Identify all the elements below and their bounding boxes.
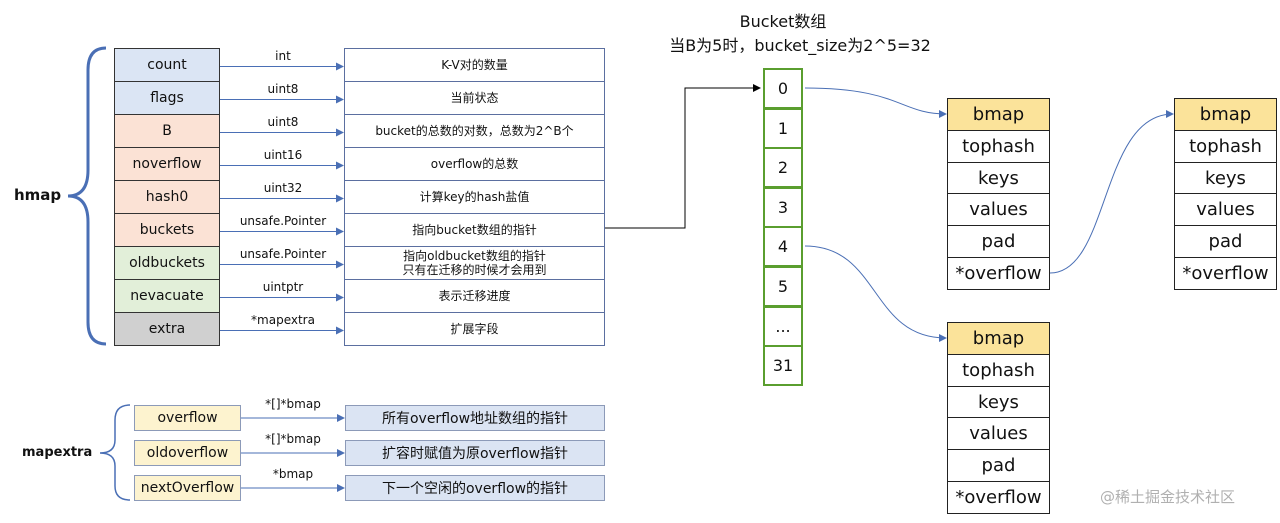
hmap-desc-text: K-V对的数量 xyxy=(441,58,508,72)
bucket-cell: ... xyxy=(763,305,803,347)
hmap-desc-noverflow: overflow的总数 xyxy=(344,147,605,181)
hmap-field-noverflow: noverflow xyxy=(114,147,220,181)
hmap-desc-text: 表示迁移进度 xyxy=(438,289,511,303)
hmap-desc-nevacuate: 表示迁移进度 xyxy=(344,279,605,313)
overflow-link xyxy=(1049,110,1174,274)
mapextra-type-oldoverflow: *[]*bmap xyxy=(265,432,321,446)
bmap3-bmap: bmap xyxy=(947,322,1050,355)
mapextra-desc-nextOverflow: 下一个空闲的overflow的指针 xyxy=(345,475,605,501)
bmap1-tophash: tophash xyxy=(947,129,1050,163)
bmap1-values: values xyxy=(947,193,1050,227)
hmap-brace xyxy=(67,46,107,346)
hmap-type-noverflow: uint16 xyxy=(263,148,303,162)
bmap3-values: values xyxy=(947,417,1050,451)
bucket-cell: 2 xyxy=(763,147,803,189)
hmap-field-count: count xyxy=(114,48,220,82)
mapextra-desc-overflow: 所有overflow地址数组的指针 xyxy=(345,405,605,431)
bmap2-pad: pad xyxy=(1174,225,1277,259)
hmap-desc-text: 指向bucket数组的指针 xyxy=(412,223,537,237)
hmap-field-extra: extra xyxy=(114,312,220,346)
hmap-type-count: int xyxy=(275,49,291,63)
bucket-cell: 0 xyxy=(763,68,803,109)
bucket-cell: 5 xyxy=(763,266,803,307)
bucket4-link xyxy=(804,245,947,342)
hmap-field-oldbuckets: oldbuckets xyxy=(114,246,220,280)
hmap-desc-text: 计算key的hash盐值 xyxy=(419,190,530,204)
bucket0-link xyxy=(804,87,947,118)
bucket-array-subtitle: 当B为5时，bucket_size为2^5=32 xyxy=(669,36,931,55)
bmap2-bmap: bmap xyxy=(1174,98,1277,131)
hmap-desc-extra: 扩展字段 xyxy=(344,312,605,346)
hmap-type-hash0: uint32 xyxy=(263,181,303,195)
bucket-cell: 1 xyxy=(763,107,803,149)
bmap2-overflow: *overflow xyxy=(1174,257,1277,290)
hmap-desc-oldbuckets: 指向oldbucket数组的指针只有在迁移的时候才会用到 xyxy=(344,246,605,280)
hmap-field-buckets: buckets xyxy=(114,213,220,247)
bmap1-overflow: *overflow xyxy=(947,257,1050,290)
hmap-desc-hash0: 计算key的hash盐值 xyxy=(344,180,605,214)
hmap-type-nevacuate: uintptr xyxy=(262,280,304,294)
mapextra-brace xyxy=(99,404,131,501)
bucket-array-title: Bucket数组 xyxy=(739,12,827,31)
hmap-desc-text-2: 只有在迁移的时候才会用到 xyxy=(402,263,547,277)
bmap2-values: values xyxy=(1174,193,1277,227)
hmap-field-hash0: hash0 xyxy=(114,180,220,214)
bmap3-tophash: tophash xyxy=(947,353,1050,387)
hmap-type-flags: uint8 xyxy=(267,82,299,96)
mapextra-field-nextOverflow: nextOverflow xyxy=(134,475,241,501)
hmap-desc-text: overflow的总数 xyxy=(430,157,519,171)
hmap-desc-text: 当前状态 xyxy=(450,91,499,105)
mapextra-field-overflow: overflow xyxy=(134,405,241,431)
bmap1-bmap: bmap xyxy=(947,98,1050,131)
hmap-field-nevacuate: nevacuate xyxy=(114,279,220,313)
hmap-desc-text: 扩展字段 xyxy=(450,322,499,336)
hmap-field-B: B xyxy=(114,114,220,148)
hmap-desc-text: bucket的总数的对数，总数为2^B个 xyxy=(375,124,574,138)
bucket-cell: 31 xyxy=(763,345,803,387)
hmap-type-buckets: unsafe.Pointer xyxy=(239,214,327,228)
hmap-type-B: uint8 xyxy=(267,115,299,129)
hmap-desc-B: bucket的总数的对数，总数为2^B个 xyxy=(344,114,605,148)
mapextra-type-overflow: *[]*bmap xyxy=(265,397,321,411)
mapextra-desc-oldoverflow: 扩容时赋值为原overflow指针 xyxy=(345,440,605,466)
watermark: @稀土掘金技术社区 xyxy=(1100,488,1236,506)
bmap2-keys: keys xyxy=(1174,161,1277,195)
bmap1-keys: keys xyxy=(947,161,1050,195)
hmap-desc-flags: 当前状态 xyxy=(344,81,605,115)
hmap-desc-buckets: 指向bucket数组的指针 xyxy=(344,213,605,247)
buckets-pointer-line xyxy=(605,84,761,229)
bucket-cell: 3 xyxy=(763,186,803,228)
bucket-cell: 4 xyxy=(763,226,803,268)
hmap-desc-text: 指向oldbucket数组的指针 xyxy=(403,249,546,263)
bmap3-pad: pad xyxy=(947,449,1050,483)
bmap3-keys: keys xyxy=(947,385,1050,419)
bmap3-overflow: *overflow xyxy=(947,481,1050,514)
hmap-type-extra: *mapextra xyxy=(251,313,315,327)
bmap1-pad: pad xyxy=(947,225,1050,259)
hmap-field-flags: flags xyxy=(114,81,220,115)
mapextra-field-oldoverflow: oldoverflow xyxy=(134,440,241,466)
mapextra-type-nextOverflow: *bmap xyxy=(272,467,314,481)
bmap2-tophash: tophash xyxy=(1174,129,1277,163)
mapextra-label: mapextra xyxy=(22,445,93,460)
hmap-label: hmap xyxy=(14,186,62,204)
hmap-desc-count: K-V对的数量 xyxy=(344,48,605,82)
hmap-type-oldbuckets: unsafe.Pointer xyxy=(239,247,327,261)
